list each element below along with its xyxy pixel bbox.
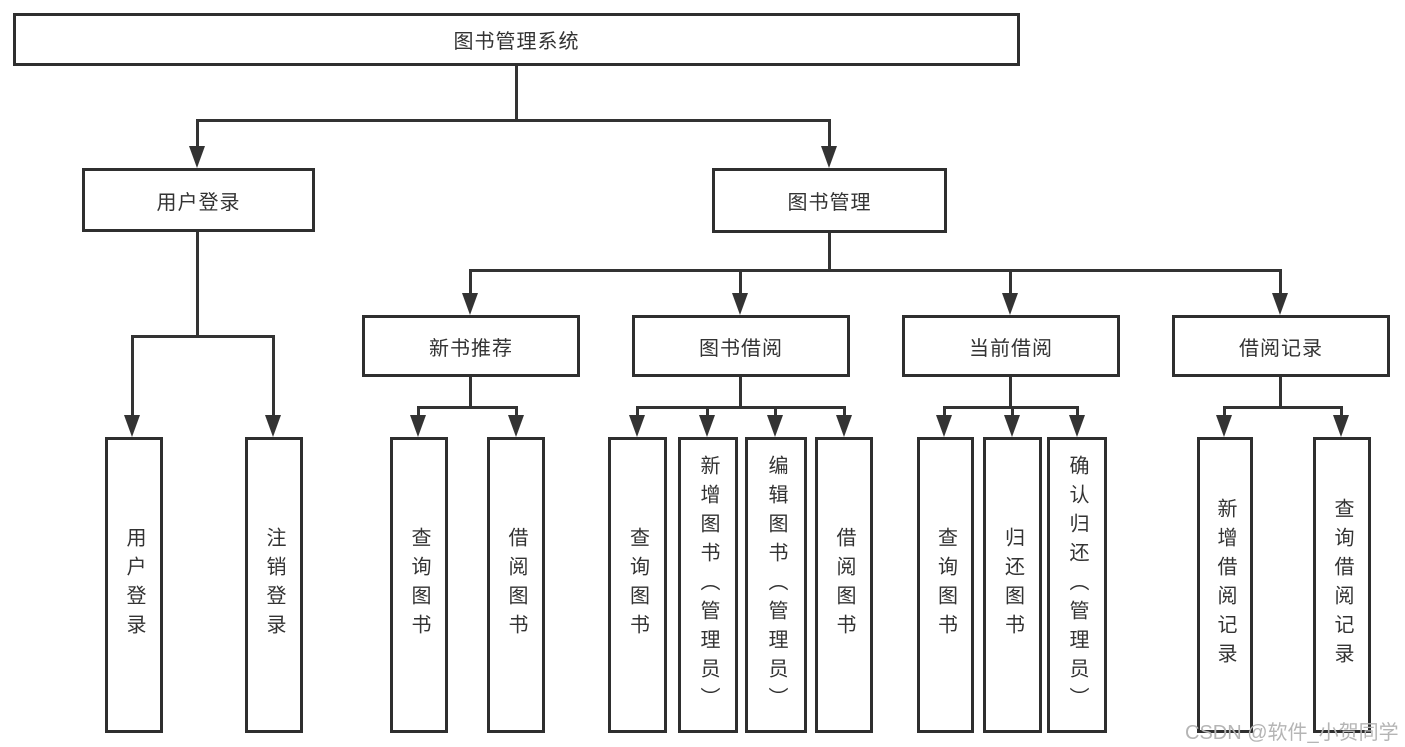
leaf-borrow-books: 借阅图书 bbox=[815, 437, 873, 733]
arrowhead-down-icon bbox=[699, 415, 715, 437]
connector-vline bbox=[943, 406, 946, 417]
leaf-query-borrow-record: 查询借阅记录 bbox=[1313, 437, 1371, 733]
arrowhead-down-icon bbox=[462, 293, 478, 315]
arrowhead-down-icon bbox=[836, 415, 852, 437]
leaf-label: 确认归还（管理员） bbox=[1066, 454, 1088, 716]
connector-vline bbox=[469, 269, 472, 295]
node-borrowing-records: 借阅记录 bbox=[1172, 315, 1390, 377]
arrowhead-down-icon bbox=[189, 146, 205, 168]
connector-vline bbox=[828, 119, 831, 148]
leaf-borrow-books-recommend: 借阅图书 bbox=[487, 437, 545, 733]
connector-vline bbox=[196, 119, 199, 148]
arrowhead-down-icon bbox=[1216, 415, 1232, 437]
connector-vline bbox=[706, 406, 709, 417]
connector-vline bbox=[1279, 269, 1282, 295]
node-label: 借阅记录 bbox=[1239, 337, 1323, 360]
node-system-root: 图书管理系统 bbox=[13, 13, 1020, 66]
node-label: 用户登录 bbox=[156, 191, 241, 214]
connector-vline bbox=[131, 335, 134, 417]
node-book-borrowing: 图书借阅 bbox=[632, 315, 850, 377]
leaf-label: 查询图书 bbox=[626, 527, 649, 643]
leaf-label: 查询图书 bbox=[934, 527, 957, 643]
leaf-confirm-return-admin: 确认归还（管理员） bbox=[1047, 437, 1107, 733]
node-label: 图书借阅 bbox=[699, 337, 783, 360]
connector-hline bbox=[1223, 406, 1343, 409]
leaf-edit-books-admin: 编辑图书（管理员） bbox=[745, 437, 807, 733]
leaf-label: 借阅图书 bbox=[505, 527, 527, 643]
arrowhead-down-icon bbox=[732, 293, 748, 315]
leaf-label: 编辑图书（管理员） bbox=[765, 454, 787, 716]
connector-vline bbox=[469, 377, 472, 409]
connector-vline bbox=[1011, 406, 1014, 417]
arrowhead-down-icon bbox=[767, 415, 783, 437]
connector-vline bbox=[739, 269, 742, 295]
connector-vline bbox=[1076, 406, 1079, 417]
arrowhead-down-icon bbox=[508, 415, 524, 437]
leaf-label: 注销登录 bbox=[263, 527, 285, 643]
arrowhead-down-icon bbox=[821, 146, 837, 168]
leaf-query-books-borrowing: 查询图书 bbox=[608, 437, 667, 733]
connector-vline bbox=[828, 233, 831, 272]
leaf-return-books: 归还图书 bbox=[983, 437, 1042, 733]
leaf-label: 查询借阅记录 bbox=[1331, 498, 1353, 672]
arrowhead-down-icon bbox=[410, 415, 426, 437]
node-label: 图书管理系统 bbox=[453, 31, 580, 53]
arrowhead-down-icon bbox=[1069, 415, 1085, 437]
connector-vline bbox=[1009, 377, 1012, 409]
connector-vline bbox=[1009, 269, 1012, 295]
arrowhead-down-icon bbox=[1002, 293, 1018, 315]
arrowhead-down-icon bbox=[1272, 293, 1288, 315]
leaf-label: 借阅图书 bbox=[833, 527, 855, 643]
node-book-management: 图书管理 bbox=[712, 168, 947, 233]
arrowhead-down-icon bbox=[1004, 415, 1020, 437]
connector-hline bbox=[636, 406, 846, 409]
csdn-watermark: CSDN @软件_小贺同学 bbox=[1185, 722, 1399, 744]
connector-vline bbox=[272, 335, 275, 417]
connector-hline bbox=[469, 269, 1282, 272]
connector-vline bbox=[417, 406, 420, 417]
node-label: 当前借阅 bbox=[969, 337, 1053, 360]
connector-vline bbox=[515, 406, 518, 417]
connector-hline bbox=[196, 119, 831, 122]
arrowhead-down-icon bbox=[936, 415, 952, 437]
leaf-add-borrow-record: 新增借阅记录 bbox=[1197, 437, 1253, 733]
connector-vline bbox=[739, 377, 742, 409]
connector-vline bbox=[636, 406, 639, 417]
arrowhead-down-icon bbox=[265, 415, 281, 437]
connector-vline bbox=[1279, 377, 1282, 409]
node-label: 图书管理 bbox=[787, 192, 872, 214]
leaf-label: 用户登录 bbox=[123, 527, 145, 643]
connector-vline bbox=[843, 406, 846, 417]
connector-vline bbox=[1340, 406, 1343, 417]
leaf-label: 新增图书（管理员） bbox=[697, 454, 719, 716]
node-current-borrowing: 当前借阅 bbox=[902, 315, 1120, 377]
connector-hline bbox=[131, 335, 275, 338]
leaf-query-books-recommend: 查询图书 bbox=[390, 437, 448, 733]
connector-vline bbox=[1223, 406, 1226, 417]
arrowhead-down-icon bbox=[1333, 415, 1349, 437]
node-new-book-recommend: 新书推荐 bbox=[362, 315, 580, 377]
leaf-label: 归还图书 bbox=[1001, 527, 1024, 643]
leaf-add-books-admin: 新增图书（管理员） bbox=[678, 437, 738, 733]
arrowhead-down-icon bbox=[629, 415, 645, 437]
leaf-logout-login: 注销登录 bbox=[245, 437, 303, 733]
node-user-login: 用户登录 bbox=[82, 168, 315, 232]
connector-vline bbox=[774, 406, 777, 417]
connector-vline bbox=[196, 232, 199, 338]
connector-vline bbox=[515, 66, 518, 122]
leaf-query-books-current: 查询图书 bbox=[917, 437, 974, 733]
leaf-label: 查询图书 bbox=[408, 527, 430, 643]
connector-hline bbox=[417, 406, 518, 409]
leaf-label: 新增借阅记录 bbox=[1214, 498, 1236, 672]
leaf-user-login: 用户登录 bbox=[105, 437, 163, 733]
node-label: 新书推荐 bbox=[429, 337, 513, 360]
arrowhead-down-icon bbox=[124, 415, 140, 437]
